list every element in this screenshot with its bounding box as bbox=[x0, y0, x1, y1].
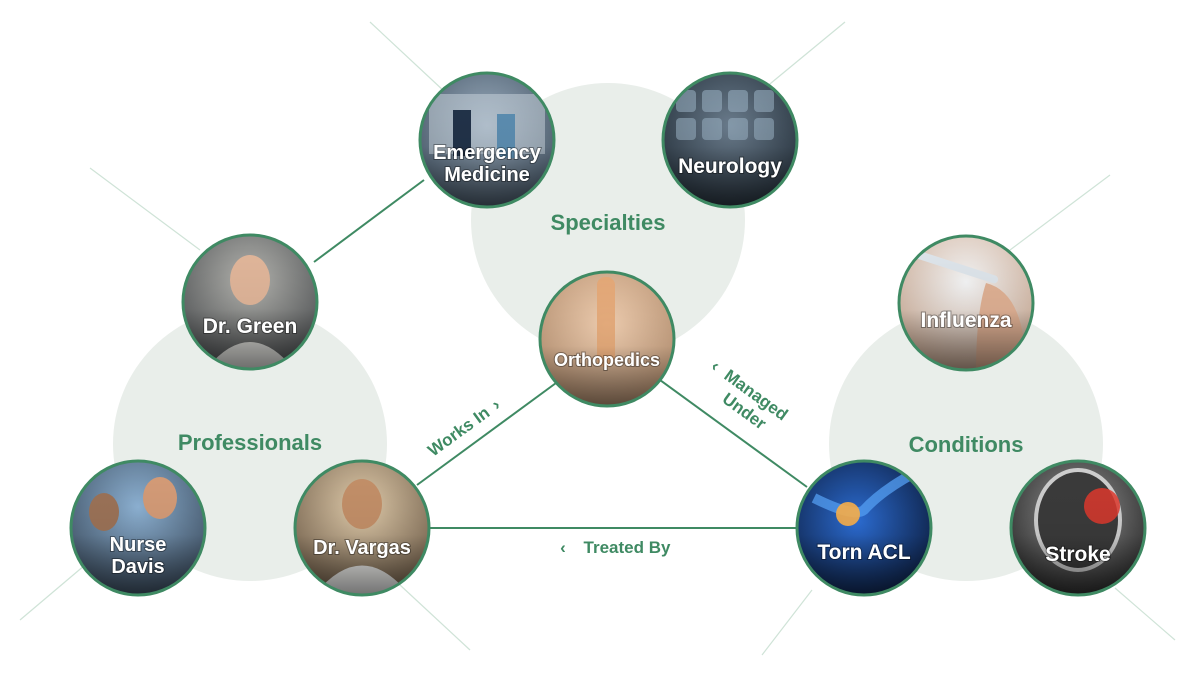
node-ring bbox=[418, 71, 556, 209]
conditions-group-label: Conditions bbox=[909, 432, 1024, 457]
node-ring bbox=[69, 459, 207, 597]
node-label-line-2: Davis bbox=[111, 556, 164, 578]
node-label-line-2: Medicine bbox=[444, 164, 530, 186]
node-label: Orthopedics bbox=[554, 350, 660, 370]
works-in-label-text: Works In bbox=[424, 403, 493, 460]
arrow-left-icon: ‹ bbox=[560, 538, 566, 557]
edge-dr-green-emergency-medicine bbox=[313, 179, 425, 263]
edge-works-in bbox=[416, 382, 557, 486]
node-nurse-davis[interactable]: Nurse Davis bbox=[68, 458, 208, 598]
edge-managed-under bbox=[659, 379, 808, 488]
relationship-edges bbox=[313, 179, 808, 529]
node-label: Torn ACL bbox=[817, 541, 910, 564]
treated-by-label-text: Treated By bbox=[584, 538, 671, 557]
node-neurology[interactable]: Neurology bbox=[660, 70, 800, 210]
professionals-group-label: Professionals bbox=[178, 430, 322, 455]
node-label: Dr. Green bbox=[203, 315, 298, 338]
node-torn-acl[interactable]: Torn ACL bbox=[794, 458, 934, 598]
node-label: Stroke bbox=[1045, 543, 1110, 566]
node-ring bbox=[293, 459, 431, 597]
node-label-line-1: Nurse bbox=[110, 534, 167, 556]
node-label-line-1: Emergency bbox=[433, 142, 542, 164]
node-influenza[interactable]: Influenza bbox=[896, 233, 1036, 373]
node-ring bbox=[181, 233, 319, 371]
background-connectors bbox=[19, 21, 1176, 656]
arrow-right-icon: › bbox=[488, 395, 504, 414]
node-stroke[interactable]: Stroke bbox=[1008, 458, 1148, 598]
node-ring bbox=[661, 71, 799, 209]
treated-by-edge-label: ‹ Treated By bbox=[560, 538, 671, 557]
node-emergency-medicine[interactable]: Emergency Medicine bbox=[417, 70, 557, 210]
node-ring bbox=[538, 270, 676, 408]
node-dr-vargas[interactable]: Dr. Vargas bbox=[292, 458, 432, 598]
node-ring bbox=[795, 459, 933, 597]
node-label: Neurology bbox=[678, 155, 782, 178]
node-dr-green[interactable]: Dr. Green bbox=[180, 232, 320, 372]
specialties-group-label: Specialties bbox=[551, 210, 666, 235]
node-ring bbox=[897, 234, 1035, 372]
node-ring bbox=[1009, 459, 1147, 597]
arrow-left-icon: ‹ bbox=[708, 356, 724, 375]
managed-under-edge-label: ‹ Managed Under bbox=[708, 356, 792, 433]
node-label: Dr. Vargas bbox=[313, 537, 411, 559]
node-label: Influenza bbox=[920, 309, 1011, 332]
node-orthopedics[interactable]: Orthopedics bbox=[537, 269, 677, 409]
